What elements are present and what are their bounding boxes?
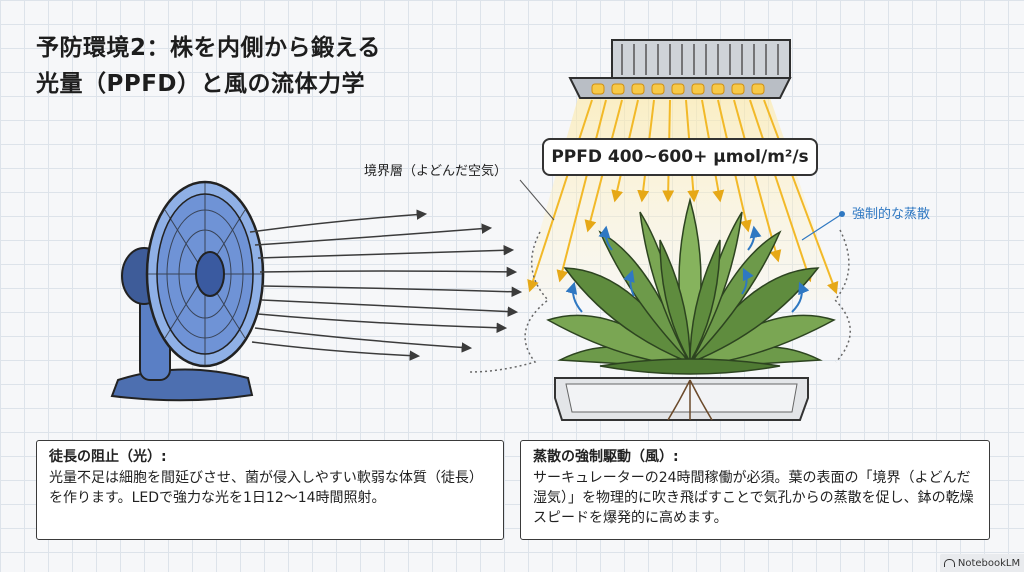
led-grow-light-icon — [568, 39, 792, 99]
ppfd-label: PPFD 400~600+ μmol/m²/s — [542, 138, 818, 176]
wind-panel: 蒸散の強制駆動（風）: サーキュレーターの24時間稼働が必須。葉の表面の「境界（… — [520, 440, 990, 540]
transpiration-pointer-dot — [839, 211, 845, 217]
light-panel-body: 光量不足は細胞を間延びさせ、菌が侵入しやすい軟弱な体質（徒長）を作ります。LED… — [49, 470, 483, 506]
forced-transpiration-label: 強制的な蒸散 — [852, 207, 931, 222]
title-line-2: 光量（PPFD）と風の流体力学 — [36, 71, 366, 97]
air-flow-arrows — [249, 209, 523, 361]
transpiration-pointer — [801, 213, 843, 241]
wind-panel-body: サーキュレーターの24時間稼働が必須。葉の表面の「境界（よどんだ湿気）」を物理的… — [533, 470, 974, 526]
boundary-layer-label: 境界層（よどんだ空気） — [364, 164, 508, 179]
evaporation-arrows — [565, 225, 810, 313]
boundary-layer-pointer — [519, 179, 555, 221]
wind-panel-heading: 蒸散の強制駆動（風）: — [533, 449, 679, 465]
page-title: 予防環境2：株を内側から鍛える 光量（PPFD）と風の流体力学 — [36, 30, 381, 102]
pot — [554, 377, 809, 421]
notebooklm-label: NotebookLM — [957, 557, 1021, 569]
notebooklm-badge: NotebookLM — [940, 554, 1024, 572]
agave-plant-icon — [546, 197, 836, 375]
desk-fan-icon — [110, 180, 265, 402]
light-panel-heading: 徒長の阻止（光）: — [49, 449, 167, 465]
light-panel: 徒長の阻止（光）: 光量不足は細胞を間延びさせ、菌が侵入しやすい軟弱な体質（徒長… — [36, 440, 504, 540]
roots — [667, 379, 713, 421]
notebooklm-logo-icon — [943, 559, 955, 567]
title-line-1: 予防環境2：株を内側から鍛える — [36, 35, 381, 61]
boundary-layer-outline — [469, 229, 851, 373]
